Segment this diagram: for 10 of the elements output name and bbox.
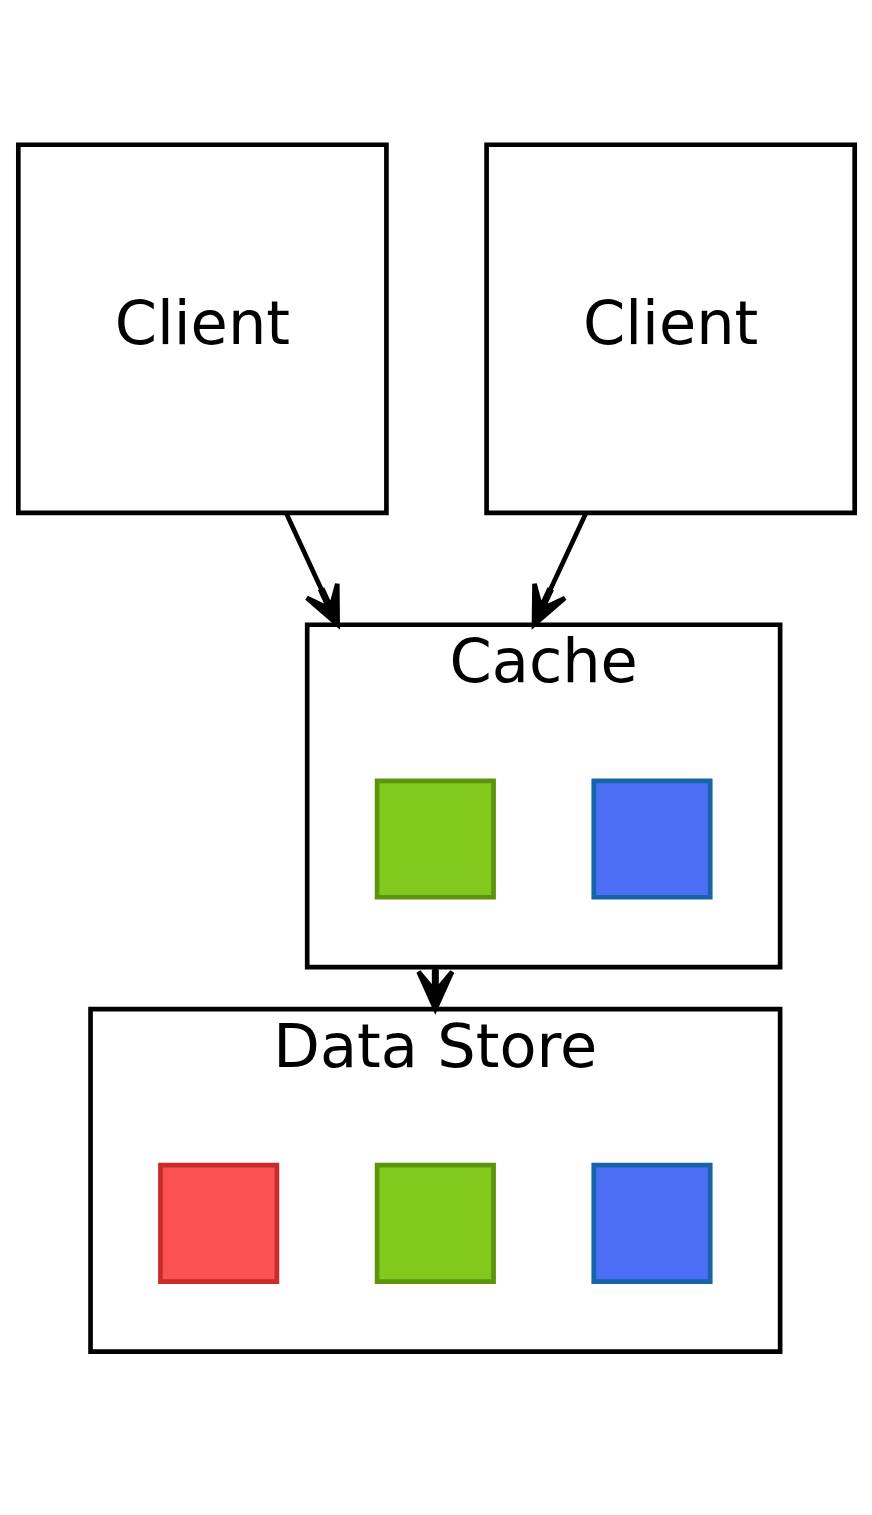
cluster: Data Store: [87, 1006, 782, 1354]
node-box: [590, 1162, 713, 1284]
node-box: [157, 1162, 279, 1284]
node-box: Client: [483, 142, 857, 516]
arrow: [283, 512, 340, 628]
node-box: Client: [15, 142, 389, 516]
node-box: [374, 1162, 496, 1284]
node-box: [374, 778, 496, 900]
arrow: [531, 512, 588, 628]
node-box: [590, 778, 713, 900]
